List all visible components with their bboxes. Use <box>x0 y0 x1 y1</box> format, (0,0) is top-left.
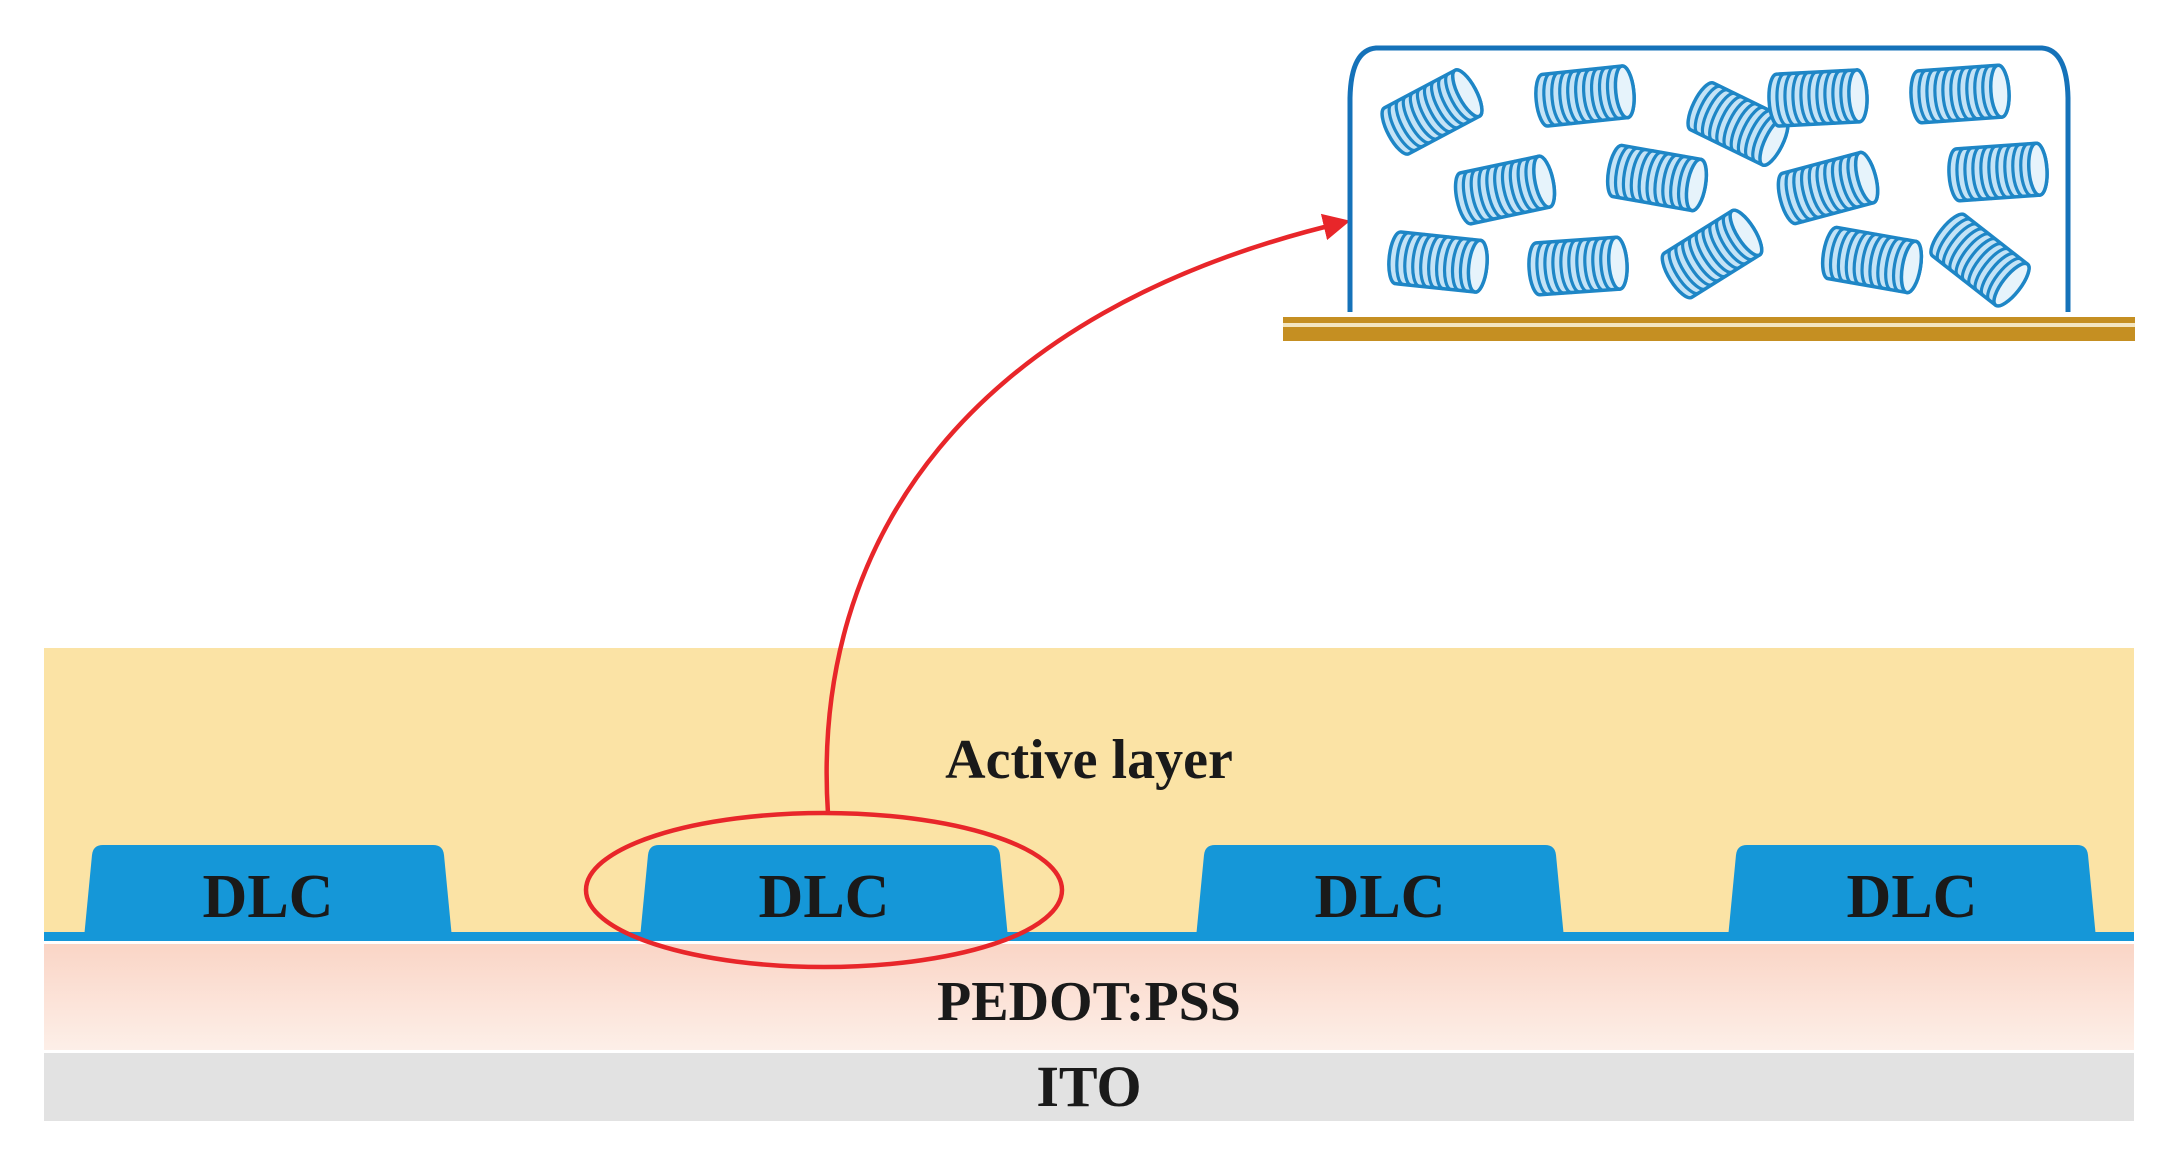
active-layer-label: Active layer <box>945 729 1233 791</box>
dlc-label-4: DLC <box>1847 863 1978 931</box>
disc-column-4 <box>1765 67 1871 129</box>
ito-layer <box>44 1053 2134 1121</box>
dlc-label-3: DLC <box>1315 863 1446 931</box>
zoom-arrow <box>824 213 1351 815</box>
dlc-block-3 <box>1196 845 1564 938</box>
dlc-label-1: DLC <box>203 863 334 931</box>
disc-column-11 <box>1525 234 1631 298</box>
dlc-block-2 <box>640 845 1008 938</box>
ito-label: ITO <box>1036 1054 1141 1119</box>
disc-column-5 <box>1907 62 2013 126</box>
pedot-pss-layer <box>44 944 2134 1050</box>
inset-substrate <box>1283 317 2135 323</box>
dlc-block-1 <box>84 845 452 938</box>
disc-column-2 <box>1531 63 1639 129</box>
pedot-pss-label: PEDOT:PSS <box>937 971 1241 1033</box>
disc-column-10 <box>1384 229 1492 295</box>
dlc-label-2: DLC <box>759 863 890 931</box>
inset-substrate-light <box>1283 323 2135 327</box>
dlc-block-4 <box>1728 845 2096 938</box>
disc-column-9 <box>1945 140 2051 204</box>
dlc-base-line <box>44 932 2134 941</box>
inset-substrate-base <box>1283 327 2135 341</box>
highlight-ellipse <box>583 810 1065 970</box>
